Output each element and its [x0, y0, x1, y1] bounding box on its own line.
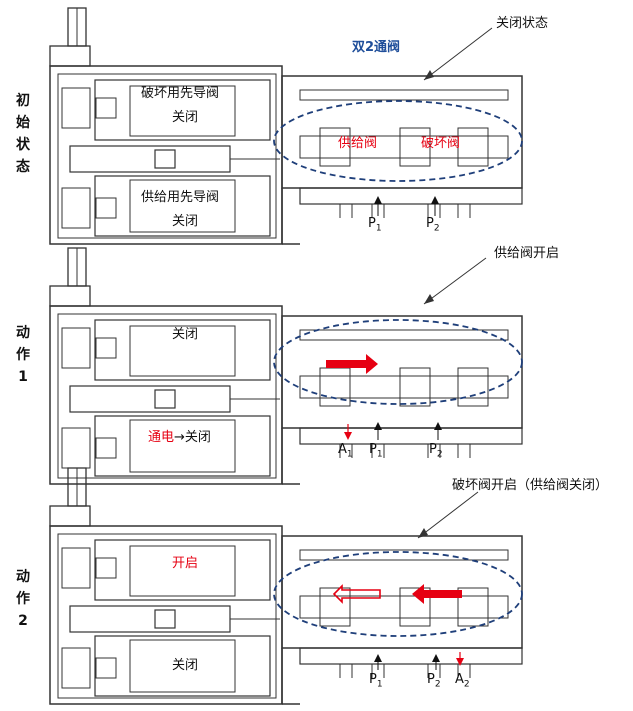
- side-label-char: 作: [16, 347, 30, 363]
- side-label-char: 作: [16, 591, 30, 607]
- port-a2: A2: [455, 672, 470, 690]
- side-label-action1: 动 作 1: [12, 322, 34, 388]
- side-label-char: 始: [16, 115, 30, 131]
- side-label-char: 态: [16, 159, 30, 175]
- side-label-char: 2: [18, 613, 28, 629]
- supply-valve-tag: 供给阀: [338, 136, 378, 151]
- port-p2: P2: [426, 216, 440, 234]
- callout-closed: 关闭状态: [496, 16, 549, 31]
- top-pilot-valve-state: 开启: [172, 556, 199, 571]
- bottom-pilot-valve-label: 供给用先导阀: [141, 190, 220, 205]
- top-pilot-valve-label: 破坏用先导阀: [141, 86, 220, 101]
- port-a1: A1: [338, 442, 353, 460]
- port-p2: P2: [427, 672, 441, 690]
- diagram-title: 双2通阀: [352, 40, 401, 55]
- port-p1: P1: [369, 442, 383, 460]
- bottom-pilot-valve-state: 关闭: [172, 658, 199, 673]
- callout-break-open: 破坏阀开启（供给阀关闭）: [452, 478, 609, 493]
- port-p1: P1: [368, 216, 382, 234]
- side-label-char: 初: [16, 93, 30, 109]
- side-label-action2: 动 作 2: [12, 566, 34, 632]
- side-label-char: 1: [18, 369, 28, 385]
- port-p2: P2: [429, 442, 443, 460]
- state-arrow-text: →关闭: [174, 430, 211, 445]
- top-pilot-valve-state: 关闭: [172, 110, 199, 125]
- energized-text: 通电: [148, 430, 175, 445]
- side-label-initial: 初 始 状 态: [12, 90, 34, 178]
- bottom-pilot-valve-state: 关闭: [172, 214, 199, 229]
- side-label-char: 动: [16, 569, 30, 585]
- break-valve-tag: 破坏阀: [421, 136, 461, 151]
- port-p1: P1: [369, 672, 383, 690]
- side-label-char: 状: [16, 137, 30, 153]
- side-label-char: 动: [16, 325, 30, 341]
- top-pilot-valve-state: 关闭: [172, 327, 199, 342]
- bottom-pilot-valve-state: 通电→关闭: [148, 426, 211, 445]
- callout-supply-open: 供给阀开启: [494, 246, 560, 261]
